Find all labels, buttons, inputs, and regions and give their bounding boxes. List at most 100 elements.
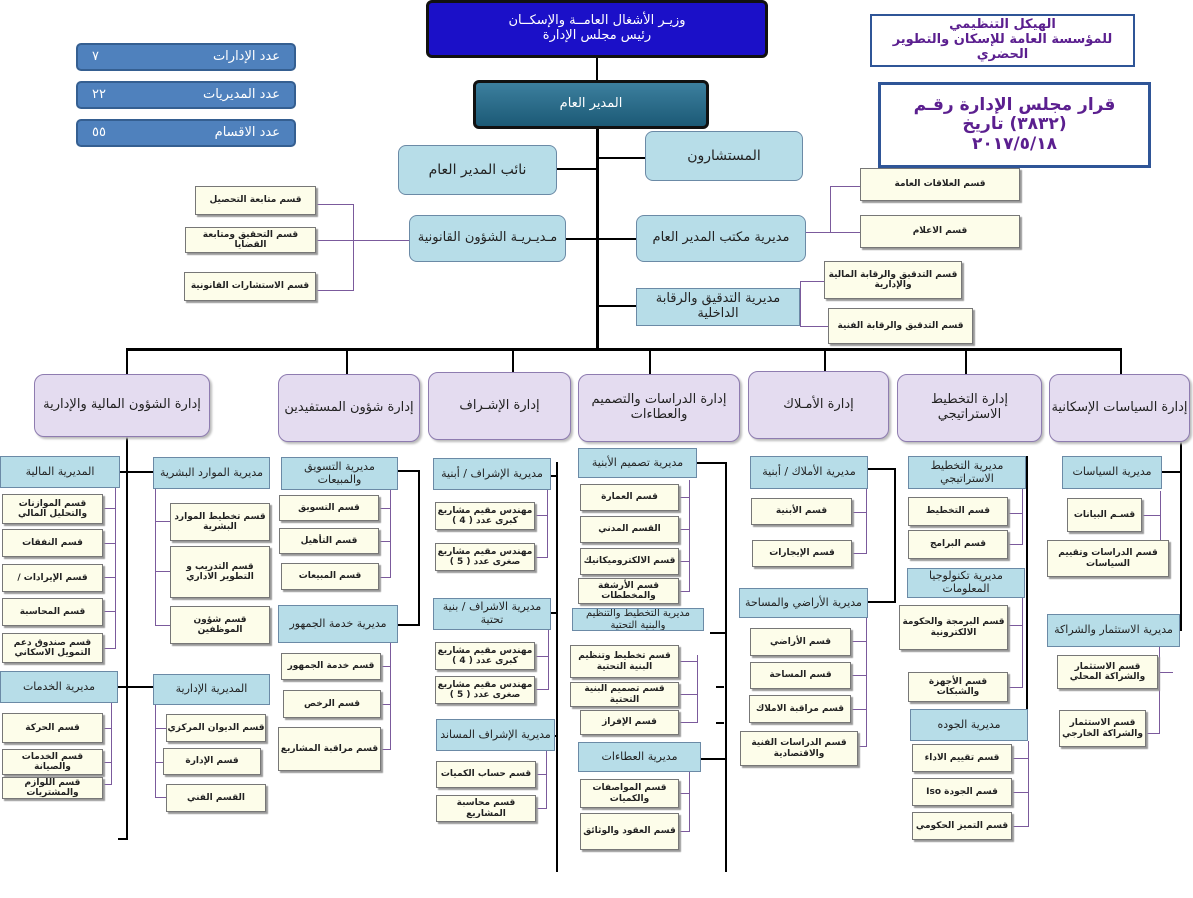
property-section: قسم الأبنية bbox=[751, 498, 852, 525]
hr-section: قسم التدريب و التطوير الاداري bbox=[170, 546, 270, 598]
count-label: عدد المديريات bbox=[202, 86, 280, 102]
count-directorates: عدد المديريات ٢٢ bbox=[76, 81, 296, 109]
property-section: قسم الإيجارات bbox=[752, 540, 852, 567]
directorate-finance: المديرية المالية bbox=[0, 456, 120, 488]
lands-section: قسم مراقبة الاملاك bbox=[749, 695, 851, 723]
legal-section: قسم التحقيق ومتابعة القضايا bbox=[185, 227, 316, 253]
strategic-section: قسم البرامج bbox=[908, 530, 1008, 559]
directorate-building-design: مديرية تصميم الأبنية bbox=[578, 448, 697, 478]
admin-finance-administration: إدارة الشؤون المالية والإدارية bbox=[34, 374, 210, 437]
tenders-section: قسم العقود والوثائق bbox=[580, 813, 679, 850]
investment-section: قسم الاستثمار والشراكة المحلي bbox=[1057, 655, 1158, 689]
legal-affairs-directorate: مـديـريـة الشؤون القانونية bbox=[409, 215, 566, 262]
infrastructure-section: قسم الإفراز bbox=[580, 710, 679, 735]
admin-supervision: إدارة الإشـراف bbox=[428, 372, 571, 440]
directorate-supervision-infrastructure: مديرية الاشراف / بنية تحتية bbox=[433, 598, 551, 630]
directorate-lands-survey: مديرية الأراضي والمساحة bbox=[739, 588, 868, 618]
minister-title: وزيـر الأشغال العامــة والإسكــان bbox=[508, 13, 686, 29]
it-section: قسم الأجهزة والشبكات bbox=[908, 672, 1008, 702]
design-section: القسم المدني bbox=[580, 516, 679, 543]
lands-section: قسم الأراضي bbox=[750, 628, 851, 656]
support-section: قسم حساب الكميات bbox=[436, 761, 536, 788]
services-section: قسم الخدمات والصيانة bbox=[2, 749, 103, 775]
supervision-infra-section: مهندس مقيم مشاريع كبرى عدد ( 4 ) bbox=[435, 642, 535, 670]
quality-section: قسم التميز الحكومي bbox=[912, 812, 1012, 840]
finance-section: قسم المحاسبة bbox=[2, 598, 103, 626]
design-section: قسم العمارة bbox=[580, 484, 679, 511]
chart-header-line2: للمؤسسة العامة للإسكان والتطوير الحضري bbox=[892, 32, 1113, 62]
support-section: قسم محاسبة المشاريع bbox=[436, 795, 536, 822]
directorate-tenders: مديرية العطاءات bbox=[578, 742, 701, 772]
marketing-section: قسم المبيعات bbox=[281, 563, 379, 590]
directorate-human-resources: مديرية الموارد البشرية bbox=[153, 457, 270, 489]
admin-property: إدارة الأمـلاك bbox=[748, 371, 889, 439]
audit-section: قسم التدقيق والرقابة الفنية bbox=[828, 308, 973, 344]
board-decision-box: قرار مجلس الإدارة رقـم (٣٨٣٢) تاريخ ٢٠١٧… bbox=[878, 82, 1151, 168]
services-section: قسم الحركة bbox=[2, 713, 103, 743]
minister-box: وزيـر الأشغال العامــة والإسكــان رئيس م… bbox=[426, 0, 768, 58]
directorate-information-technology: مديرية تكنولوجيا المعلومات bbox=[907, 568, 1025, 598]
policies-section: قسـم البيانات bbox=[1067, 498, 1142, 532]
chart-header-line1: الهيكل التنظيمي bbox=[949, 17, 1056, 33]
it-section: قسم البرمجة والحكومة الالكترونية bbox=[899, 605, 1008, 650]
directorate-supporting-supervision: مديرية الإشراف المساند bbox=[436, 719, 555, 751]
directorate-administrative: المديرية الإدارية bbox=[153, 674, 270, 705]
directorate-services: مديرية الخدمات bbox=[0, 671, 118, 703]
count-label: عدد الاقسام bbox=[214, 124, 280, 140]
admin-section: قسم الديوان المركزي bbox=[166, 714, 266, 742]
count-sections: عدد الاقسام ٥٥ bbox=[76, 119, 296, 147]
finance-section: قسم الإيرادات / bbox=[2, 564, 103, 592]
marketing-section: قسم التسويق bbox=[279, 495, 379, 521]
hr-section: قسم تخطيط الموارد البشرية bbox=[170, 503, 270, 541]
count-label: عدد الإدارات bbox=[212, 48, 280, 64]
board-chair-title: رئيس مجلس الإدارة bbox=[542, 28, 652, 43]
admin-section: القسم الفني bbox=[166, 784, 266, 812]
tenders-section: قسم المواصفات والكميات bbox=[580, 779, 679, 808]
public-service-section: قسم خدمة الجمهور bbox=[281, 653, 381, 680]
marketing-section: قسم التأهيل bbox=[279, 528, 379, 554]
admin-beneficiaries: إدارة شؤون المستفيدين bbox=[278, 374, 420, 442]
finance-section: قسم صندوق دعم التمويل الاسكاني bbox=[2, 633, 103, 663]
deputy-director-box: نائب المدير العام bbox=[398, 145, 557, 195]
supervision-infra-section: مهندس مقيم مشاريع صغرى عدد ( 5 ) bbox=[435, 676, 535, 704]
infrastructure-section: قسم تخطيط وتنظيم البنية التحتية bbox=[570, 645, 679, 678]
services-section: قسم اللوازم والمشتريات bbox=[2, 777, 103, 799]
quality-section: قسم تقييم الاداء bbox=[912, 744, 1012, 772]
chart-header: الهيكل التنظيمي للمؤسسة العامة للإسكان و… bbox=[870, 14, 1135, 67]
finance-section: قسم الموازنات والتحليل المالي bbox=[2, 494, 103, 524]
directorate-marketing-sales: مديرية التسويق والمبيعات bbox=[281, 457, 398, 490]
directorate-property-buildings: مديرية الأملاك / أبنية bbox=[750, 456, 868, 489]
directorate-quality: مديرية الجوده bbox=[910, 709, 1028, 741]
director-office-directorate: مديرية مكتب المدير العام bbox=[636, 215, 806, 262]
decision-line2: (٣٨٣٢) تاريخ bbox=[962, 114, 1067, 135]
supervision-section: مهندس مقيم مشاريع كبرى عدد ( 4 ) bbox=[435, 502, 535, 530]
public-service-section: قسم مراقبة المشاريع bbox=[278, 727, 381, 771]
policies-section: قسم الدراسات وتقييم السياسات bbox=[1047, 540, 1169, 577]
admin-studies-design-tenders: إدارة الدراسات والتصميم والعطاءات bbox=[578, 374, 740, 442]
count-value: ٥٥ bbox=[92, 124, 106, 140]
count-administrations: عدد الإدارات ٧ bbox=[76, 43, 296, 71]
lands-section: قسم المساحة bbox=[750, 662, 851, 689]
legal-section: قسم الاستشارات القانونية bbox=[184, 272, 316, 301]
design-section: قسم الأرشفة والمخططات bbox=[578, 578, 679, 604]
count-value: ٧ bbox=[92, 48, 99, 64]
quality-section: قسم الجودة Iso bbox=[912, 778, 1012, 806]
legal-section: قسم متابعة التحصيل bbox=[195, 186, 316, 215]
decision-line1: قرار مجلس الإدارة رقـم bbox=[913, 94, 1116, 115]
directorate-planning-infrastructure: مديرية التخطيط والتنظيم والبنية التحتية bbox=[572, 608, 704, 631]
directorate-investment-partnership: مديرية الاستثمار والشراكة bbox=[1047, 614, 1180, 647]
directorate-policies: مديرية السياسات bbox=[1062, 456, 1162, 489]
general-director-box: المدير العام bbox=[473, 80, 709, 129]
design-section: قسم الالكتروميكانيك bbox=[580, 548, 679, 575]
office-section: قسم العلاقات العامة bbox=[860, 168, 1020, 201]
admin-housing-policies: إدارة السياسات الإسكانية bbox=[1049, 374, 1190, 442]
supervision-section: مهندس مقيم مشاريع صغرى عدد ( 5 ) bbox=[435, 543, 535, 571]
public-service-section: قسم الرخص bbox=[283, 690, 381, 718]
finance-section: قسم النفقات bbox=[2, 529, 103, 557]
office-section: قسم الاعلام bbox=[860, 215, 1020, 248]
audit-section: قسم التدقيق والرقابة المالية والإدارية bbox=[824, 261, 962, 299]
investment-section: قسم الاستثمار والشراكة الخارجي bbox=[1059, 710, 1146, 747]
decision-line3: ٢٠١٧/٥/١٨ bbox=[971, 133, 1058, 154]
directorate-strategic-planning: مديرية التخطيط الاستراتيجي bbox=[908, 456, 1026, 489]
admin-section: قسم الإدارة bbox=[163, 748, 261, 775]
